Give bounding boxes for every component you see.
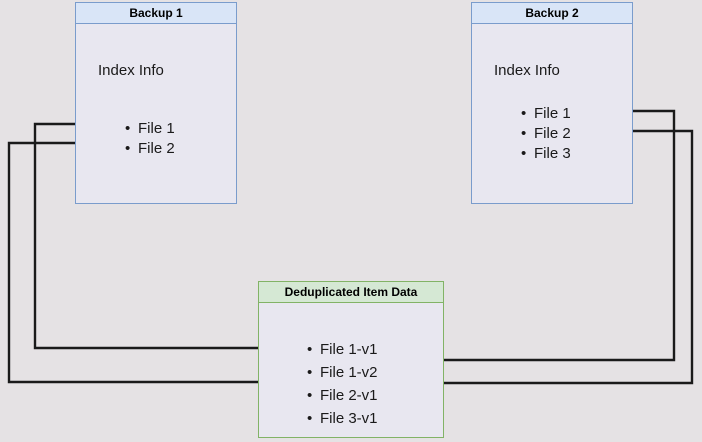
node-backup-2-header: Backup 2 <box>472 3 632 24</box>
node-backup-2-file-list: File 1 File 2 File 3 <box>521 104 571 164</box>
node-deduplicated-item-data-header: Deduplicated Item Data <box>259 282 443 303</box>
node-deduplicated-item-data[interactable]: Deduplicated Item Data File 1-v1 File 1-… <box>258 281 444 438</box>
node-deduplicated-item-data-file-list: File 1-v1 File 1-v2 File 2-v1 File 3-v1 <box>307 338 378 430</box>
node-backup-2-index-label: Index Info <box>494 62 560 79</box>
list-item[interactable]: File 2-v1 <box>307 384 378 407</box>
node-backup-2[interactable]: Backup 2 Index Info File 1 File 2 File 3 <box>471 2 633 204</box>
list-item[interactable]: File 1-v1 <box>307 338 378 361</box>
node-backup-1-index-label: Index Info <box>98 62 164 79</box>
node-backup-1[interactable]: Backup 1 Index Info File 1 File 2 <box>75 2 237 204</box>
node-backup-1-file-list: File 1 File 2 <box>125 119 175 159</box>
list-item[interactable]: File 1 <box>125 119 175 139</box>
list-item[interactable]: File 1 <box>521 104 571 124</box>
list-item[interactable]: File 1-v2 <box>307 361 378 384</box>
list-item[interactable]: File 2 <box>125 139 175 159</box>
list-item[interactable]: File 3-v1 <box>307 407 378 430</box>
list-item[interactable]: File 3 <box>521 144 571 164</box>
node-backup-1-header: Backup 1 <box>76 3 236 24</box>
list-item[interactable]: File 2 <box>521 124 571 144</box>
